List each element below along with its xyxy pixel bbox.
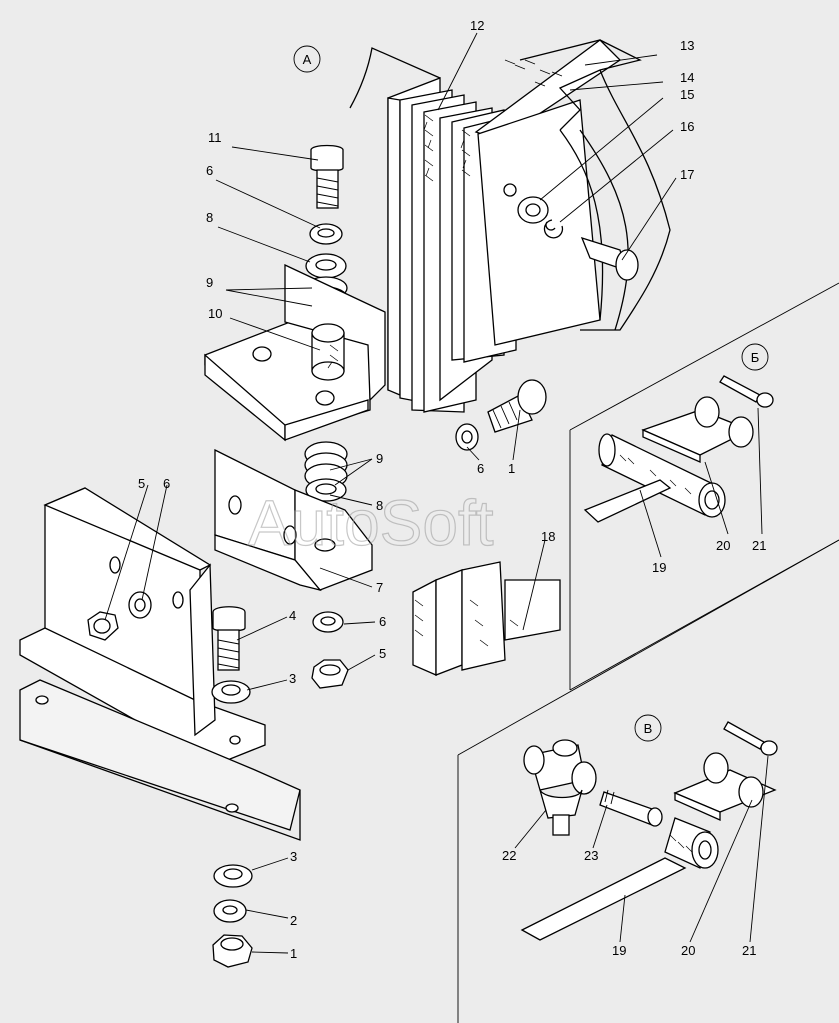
label-6-left: 6 xyxy=(163,476,170,491)
label-3: 3 xyxy=(289,671,296,686)
svg-text:А: А xyxy=(303,52,312,67)
upper-bracket xyxy=(204,144,386,442)
svg-text:Б: Б xyxy=(751,350,760,365)
label-13: 13 xyxy=(680,38,694,53)
label-21-v: 21 xyxy=(742,943,756,958)
mid-bolt-group xyxy=(455,379,547,451)
part-numbers: 11 6 8 9 10 12 13 14 15 16 17 6 1 9 8 7 … xyxy=(138,18,766,961)
label-5-right: 5 xyxy=(379,646,386,661)
svg-text:В: В xyxy=(644,721,653,736)
door-frame-panel xyxy=(349,39,671,413)
view-marker-a: А xyxy=(293,45,321,73)
watermark: AutoSoft xyxy=(248,487,494,559)
label-17: 17 xyxy=(680,167,694,182)
label-3-bottom: 3 xyxy=(290,849,297,864)
label-9-lower: 9 xyxy=(376,451,383,466)
label-8-lower: 8 xyxy=(376,498,383,513)
label-1-bottom: 1 xyxy=(290,946,297,961)
view-marker-b: Б xyxy=(741,343,769,371)
label-8: 8 xyxy=(206,210,213,225)
label-18: 18 xyxy=(541,529,555,544)
bottom-fastener-stack xyxy=(212,864,253,968)
lower-bracket xyxy=(214,441,373,592)
label-19-v: 19 xyxy=(612,943,626,958)
label-9: 9 xyxy=(206,275,213,290)
fabric-hatching xyxy=(423,59,563,182)
label-6: 6 xyxy=(206,163,213,178)
left-mounting-bracket xyxy=(19,487,301,841)
label-1-mid: 1 xyxy=(508,461,515,476)
bolt-4-group xyxy=(211,606,349,704)
section-borders xyxy=(457,282,839,1023)
view-v-hinge xyxy=(520,721,778,941)
view-marker-v: В xyxy=(634,714,662,742)
label-20: 20 xyxy=(716,538,730,553)
label-23: 23 xyxy=(584,848,598,863)
label-21: 21 xyxy=(752,538,766,553)
label-10: 10 xyxy=(208,306,222,321)
label-16: 16 xyxy=(680,119,694,134)
label-6-right: 6 xyxy=(379,614,386,629)
label-11: 11 xyxy=(208,130,222,145)
label-12: 12 xyxy=(470,18,484,33)
label-14: 14 xyxy=(680,70,694,85)
label-22: 22 xyxy=(502,848,516,863)
leader-lines xyxy=(104,32,769,954)
label-7: 7 xyxy=(376,580,383,595)
label-6-mid: 6 xyxy=(477,461,484,476)
label-2: 2 xyxy=(290,913,297,928)
door-seal-section-18 xyxy=(412,561,561,676)
label-5-left: 5 xyxy=(138,476,145,491)
label-15: 15 xyxy=(680,87,694,102)
view-b-hinge xyxy=(583,375,774,523)
label-19: 19 xyxy=(652,560,666,575)
label-20-v: 20 xyxy=(681,943,695,958)
label-4: 4 xyxy=(289,608,296,623)
